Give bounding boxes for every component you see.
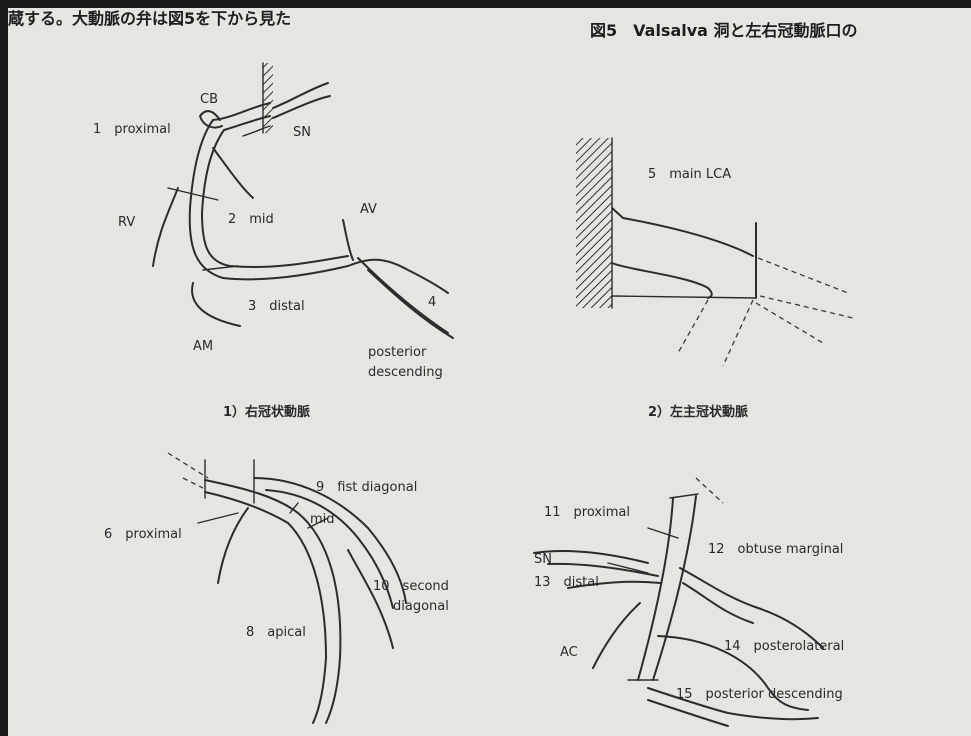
header-left-text: 蔵する。大動脈の弁は図5を下から見た: [8, 9, 291, 28]
dashed-continuation-4: [723, 300, 753, 366]
lca-lower-wall: [612, 263, 712, 298]
seg-boundary-2: [203, 266, 238, 270]
seg6-pointer: [198, 513, 238, 523]
scanned-page: 蔵する。大動脈の弁は図5を下から見た 図5 Valsalva 洞と左右冠動脈口の…: [8, 8, 971, 736]
diagram-canvas: 蔵する。大動脈の弁は図5を下から見た 図5 Valsalva 洞と左右冠動脈口の…: [8, 8, 971, 736]
panel-lcx: 11 proximal 12 obtuse marginal SN 13 dis…: [534, 478, 844, 726]
label-seg13-distal: 13 distal: [534, 575, 599, 590]
rca-side-branch: [213, 148, 253, 198]
lcx-main-left: [638, 498, 673, 680]
label-seg5-main-lca: 5 main LCA: [648, 167, 731, 182]
aortic-wall-hatch-2: [576, 138, 612, 308]
label-mid: mid: [310, 512, 335, 527]
conus-branch: [200, 111, 222, 127]
label-seg11-proximal: 11 proximal: [544, 505, 630, 520]
label-seg6-proximal: 6 proximal: [104, 527, 182, 542]
rv-branch: [153, 188, 178, 266]
label-seg12-obtuse-marginal: 12 obtuse marginal: [708, 542, 843, 557]
second-diagonal: [348, 550, 393, 648]
seg11-pointer: [648, 528, 678, 538]
label-sn-lcx: SN: [534, 552, 552, 567]
sn-branch-inner: [273, 96, 330, 118]
label-seg1-proximal: 1 proximal: [93, 122, 171, 137]
posterior-descending-inner: [648, 700, 728, 726]
panel-lad: 9 fist diagonal 6 proximal mid 10 second…: [104, 453, 449, 723]
label-av: AV: [360, 202, 377, 217]
label-seg9-first-diagonal: 9 fist diagonal: [316, 480, 417, 495]
label-sn: SN: [293, 125, 311, 140]
label-seg2-mid: 2 mid: [228, 212, 274, 227]
label-seg14-posterolateral: 14 posterolateral: [724, 639, 844, 654]
lcx-cut-line: [670, 494, 698, 498]
sn-branch-outer: [273, 83, 328, 108]
rca-inner-wall: [202, 116, 348, 267]
label-ac: AC: [560, 645, 578, 660]
label-pd-line2: descending: [368, 365, 443, 380]
lad-main-inner: [205, 492, 326, 723]
av-upper-branch: [343, 220, 353, 260]
caption-left-main: 2）左主冠状動脈: [648, 404, 748, 420]
dashed-continuation-1: [758, 258, 848, 293]
label-am: AM: [193, 339, 213, 354]
panel-right-coronary: CB SN 1 proximal RV 2 mid AV 3 distal 4 …: [93, 63, 453, 420]
label-rv: RV: [118, 215, 135, 230]
septal-branch: [218, 508, 248, 583]
dashed-continuation-3: [678, 300, 708, 353]
lad-dashed-origin-2: [183, 478, 203, 488]
lad-dashed-origin: [168, 453, 208, 478]
dashed-continuation-2: [760, 296, 853, 318]
label-seg8-apical: 8 apical: [246, 625, 306, 640]
ac-branch: [593, 603, 640, 668]
label-seg4: 4: [428, 295, 436, 310]
label-seg10-line1: 10 second: [373, 579, 449, 594]
panel-left-main: 5 main LCA 2）左主冠状動脈: [576, 138, 853, 420]
figure-title: 図5 Valsalva 洞と左右冠動脈口の: [590, 21, 858, 40]
lca-upper-wall: [612, 208, 753, 256]
av-branch: [348, 260, 448, 293]
caption-right-coronary: 1）右冠状動脈: [223, 404, 310, 420]
lcx-dashed-origin: [696, 478, 723, 503]
label-pd-line1: posterior: [368, 345, 427, 360]
lca-base-line: [612, 296, 756, 298]
label-seg15-posterior-descending: 15 posterior descending: [676, 687, 843, 702]
aortic-wall-hatch: [263, 63, 273, 133]
obtuse-marginal-outer: [680, 568, 823, 648]
am-branch: [192, 283, 240, 326]
label-seg10-line2: diagonal: [393, 599, 449, 614]
label-seg3-distal: 3 distal: [248, 299, 305, 314]
label-cb: CB: [200, 92, 218, 107]
